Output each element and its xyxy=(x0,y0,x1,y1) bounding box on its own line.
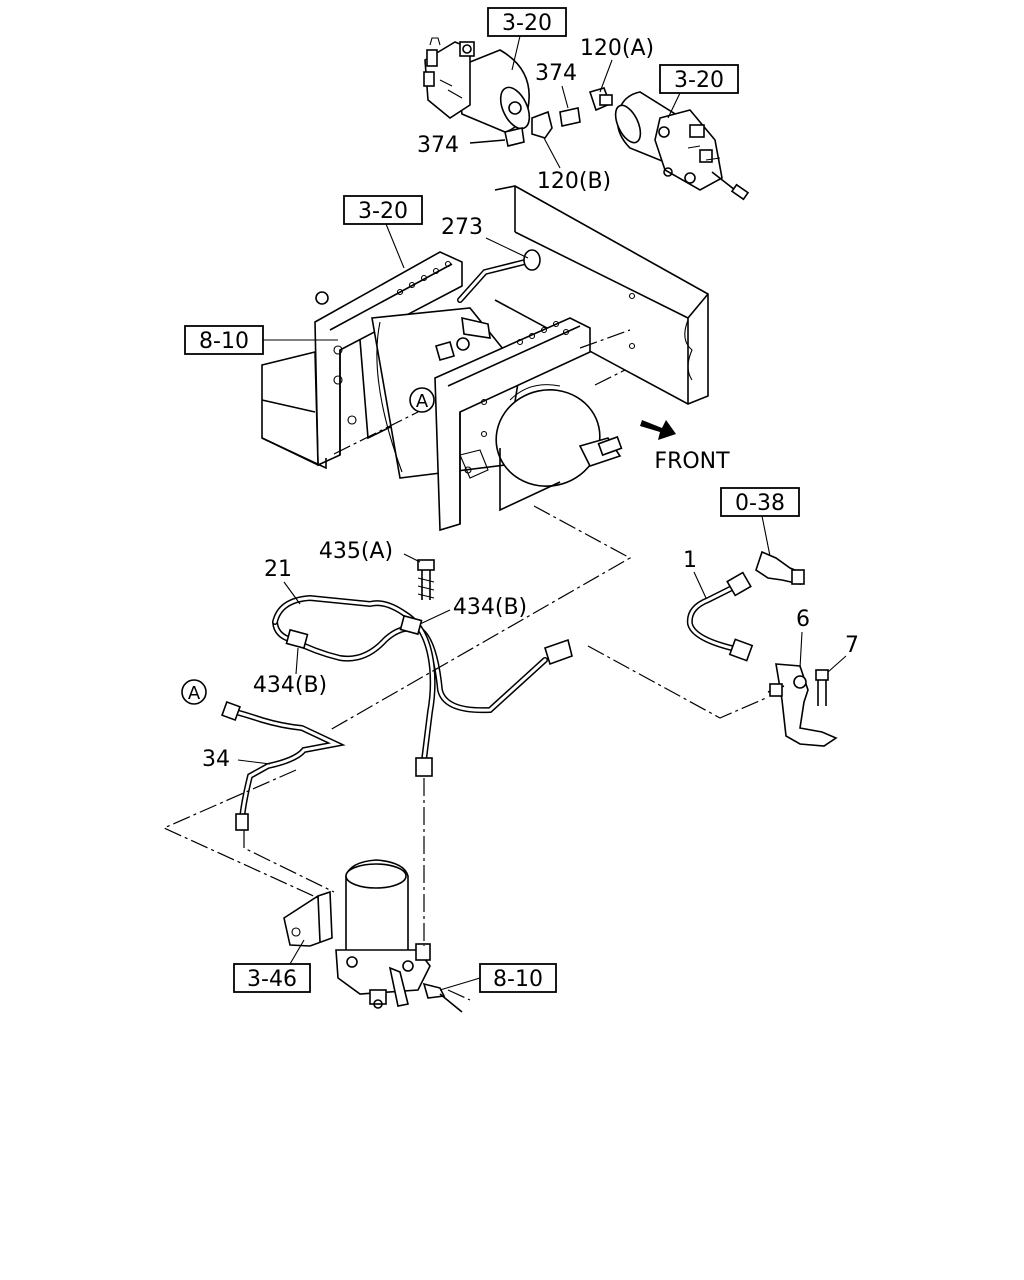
part-6-label: 6 xyxy=(796,607,810,632)
frame-rail xyxy=(494,185,709,405)
ref-box-8-10-bottom[interactable]: 8-10 xyxy=(479,963,557,993)
ref-3-20-right-label: 3-20 xyxy=(674,68,724,93)
front-direction: FRONT xyxy=(640,420,730,474)
ref-3-20-mid-label: 3-20 xyxy=(358,199,408,224)
ref-8-10-bottom-label: 8-10 xyxy=(493,967,543,992)
rear-bracket xyxy=(261,251,463,470)
part-1-label: 1 xyxy=(683,548,697,573)
callout-a-lower-label: A xyxy=(188,683,201,704)
front-bracket-holes xyxy=(480,320,570,438)
part-434b-left-label: 434(B) xyxy=(253,673,327,698)
dryer-bracket xyxy=(283,890,333,947)
part-434b-right-label: 434(B) xyxy=(453,595,527,620)
ref-box-3-20-right[interactable]: 3-20 xyxy=(659,64,739,94)
ref-8-10-mid-label: 8-10 xyxy=(199,329,249,354)
ref-3-46-label: 3-46 xyxy=(247,967,297,992)
front-bracket xyxy=(434,317,591,532)
connector-0-38 xyxy=(755,550,805,585)
ref-box-3-20-mid[interactable]: 3-20 xyxy=(343,195,423,225)
connection-lines xyxy=(162,329,767,1001)
ref-3-20-top-label: 3-20 xyxy=(502,11,552,36)
callout-a-lower: A xyxy=(181,679,207,705)
front-label: FRONT xyxy=(654,449,730,474)
pipe-34 xyxy=(221,701,346,831)
rear-bracket-holes xyxy=(396,260,452,296)
bracket-6 xyxy=(767,663,838,747)
air-dryer xyxy=(335,859,431,1009)
connector-8-10-bottom xyxy=(422,982,463,1013)
tank-fittings xyxy=(315,249,541,361)
top-left-valve-unit xyxy=(423,37,531,133)
front-arrow-icon xyxy=(640,420,676,440)
part-374-top-label: 374 xyxy=(535,61,577,86)
top-fittings xyxy=(469,87,613,147)
bolt-435a xyxy=(417,559,435,600)
hose-1 xyxy=(686,571,754,662)
ref-box-3-20-top[interactable]: 3-20 xyxy=(487,7,567,37)
callout-a-upper: A xyxy=(409,387,435,413)
callout-a-upper-label: A xyxy=(416,391,429,412)
part-374-left-label: 374 xyxy=(417,133,459,158)
part-435a-label: 435(A) xyxy=(319,539,393,564)
ref-box-0-38[interactable]: 0-38 xyxy=(720,487,800,517)
part-273-label: 273 xyxy=(441,215,483,240)
top-right-valve-unit xyxy=(614,91,750,201)
part-120a-label: 120(A) xyxy=(580,36,654,61)
ref-0-38-label: 0-38 xyxy=(735,491,785,516)
part-21-label: 21 xyxy=(264,557,292,582)
ref-box-8-10-mid[interactable]: 8-10 xyxy=(184,325,264,355)
ref-box-3-46[interactable]: 3-46 xyxy=(233,963,311,993)
part-34-label: 34 xyxy=(202,747,230,772)
bolt-7 xyxy=(815,669,829,706)
part-120b-label: 120(B) xyxy=(537,169,611,194)
part-7-label: 7 xyxy=(845,633,859,658)
